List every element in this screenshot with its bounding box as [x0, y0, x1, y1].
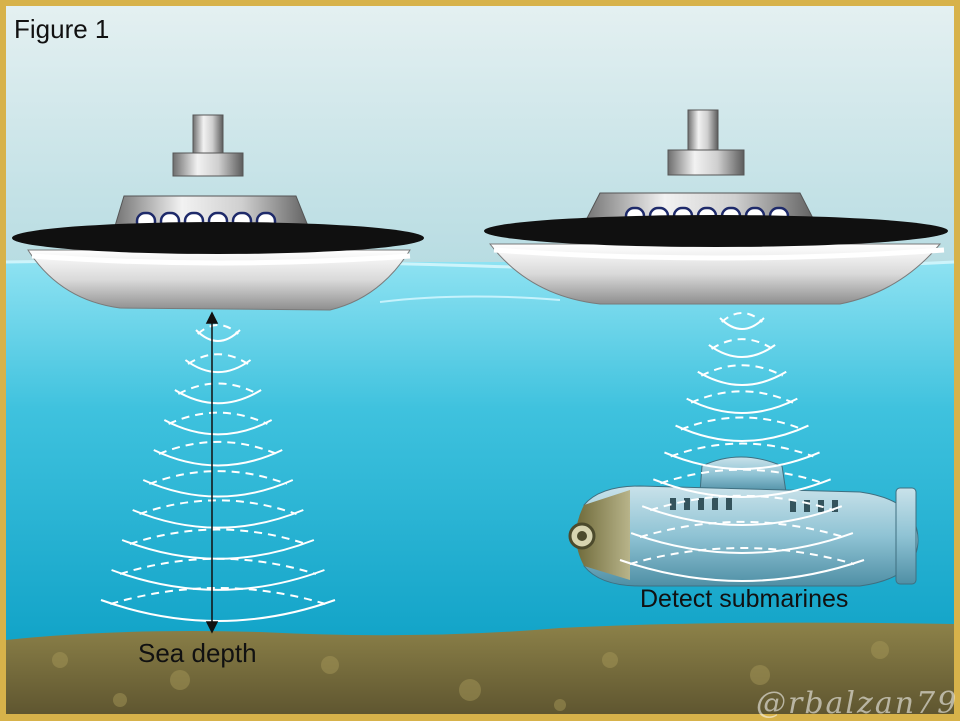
sea — [6, 262, 954, 682]
submarine-hull — [584, 486, 918, 586]
ship-funnel-base — [173, 153, 243, 176]
figure-title: Figure 1 — [14, 14, 109, 45]
sea-depth-label: Sea depth — [138, 638, 257, 669]
watermark: @rbalzan79 — [756, 686, 958, 721]
submarine-tower — [700, 457, 786, 492]
ship-deck — [484, 215, 948, 247]
submarine-tail-fin — [896, 488, 916, 584]
ship-funnel-top — [688, 110, 718, 150]
ship-deck — [12, 222, 424, 254]
detect-submarines-label: Detect submarines — [640, 585, 848, 614]
ship-funnel-top — [193, 115, 223, 153]
submarine-hatch — [577, 531, 587, 541]
ship-funnel-base — [668, 150, 744, 175]
